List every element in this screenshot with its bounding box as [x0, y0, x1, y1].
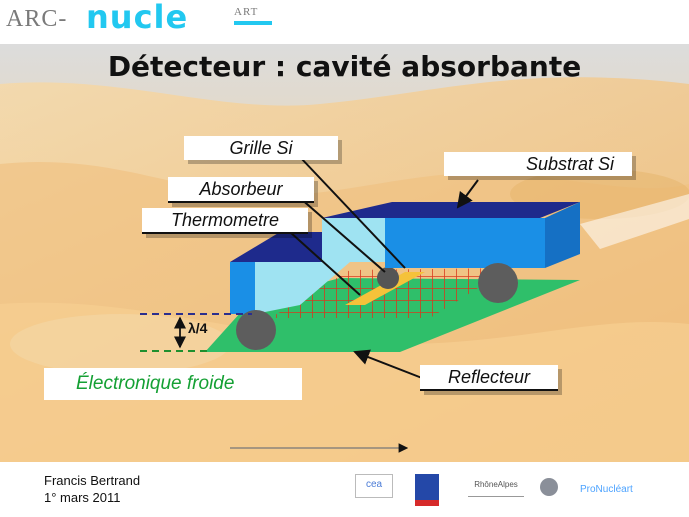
leader-grille — [299, 156, 406, 269]
substrate-right-front — [385, 218, 545, 268]
rhone-alpes-text: RhôneAlpes — [474, 480, 518, 489]
logo-nucle-text: nucle — [86, 0, 189, 36]
author-block: Francis Bertrand 1° mars 2011 — [44, 472, 140, 506]
label-reflecteur: Reflecteur — [420, 365, 558, 391]
institution-logo — [415, 474, 439, 506]
label-grille-si: Grille Si — [184, 136, 338, 160]
support-ball — [377, 267, 399, 289]
label-thermometre: Thermometre — [142, 208, 308, 234]
footer — [0, 462, 689, 517]
logo-arc-text: ARC- — [6, 6, 68, 32]
label-electronique-froide: Électronique froide — [44, 368, 302, 400]
logo-art-text: ART — [234, 6, 259, 18]
header: ARC- nucle ART — [0, 0, 689, 44]
si-grid — [270, 268, 510, 318]
presentation-date: 1° mars 2011 — [44, 490, 121, 505]
lambda-label: λ/4 — [188, 320, 208, 336]
substrate-right-top — [322, 202, 580, 218]
slide-title: Détecteur : cavité absorbante — [107, 50, 582, 83]
label-absorbeur: Absorbeur — [168, 177, 314, 203]
leader-reflecteur — [353, 349, 423, 379]
label-substrat-si: Substrat Si — [444, 152, 632, 176]
rhone-alpes-logo: RhôneAlpes — [468, 480, 524, 497]
substrate-left-front — [230, 262, 255, 314]
logo-accent-bar — [234, 21, 272, 25]
pronucleart-link: ProNucléart — [580, 484, 633, 495]
emblem-logo — [540, 478, 558, 496]
support-ball — [478, 263, 518, 303]
support-ball — [236, 310, 276, 350]
substrate-left-side — [255, 262, 350, 314]
author-name: Francis Bertrand — [44, 473, 141, 488]
cea-logo-text: cea — [365, 479, 383, 490]
leader-substrat — [456, 179, 479, 209]
substrate-right-end — [545, 202, 580, 268]
cea-logo: cea — [355, 474, 393, 498]
